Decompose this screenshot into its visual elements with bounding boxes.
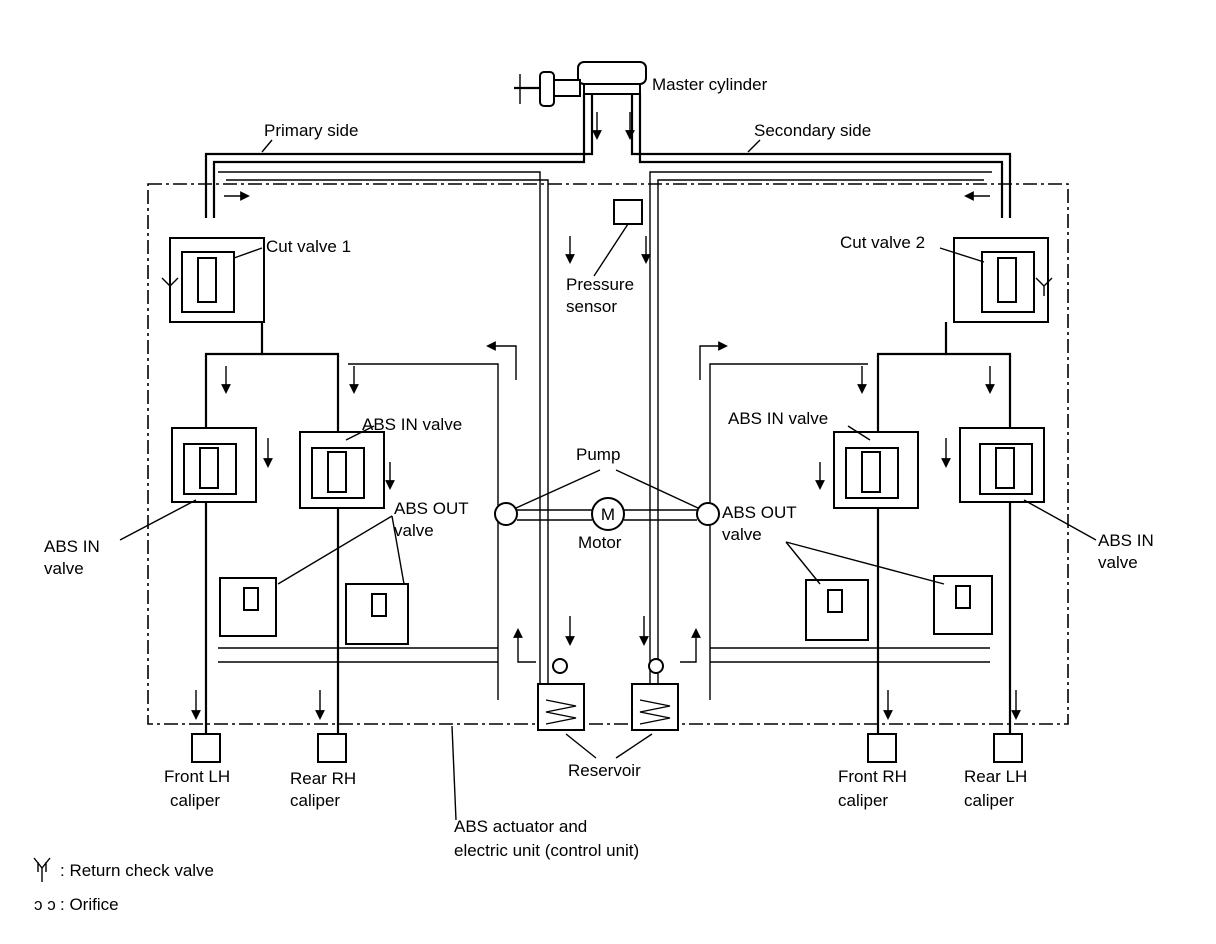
- abs-in-right-label-2: valve: [1098, 553, 1138, 572]
- abs-in-valve-front-lh: [171, 427, 257, 503]
- caliper-front-rh: [867, 733, 897, 763]
- primary-side-label: Primary side: [264, 121, 358, 140]
- rear-rh-label-2: caliper: [290, 791, 340, 810]
- front-lh-label-2: caliper: [170, 791, 220, 810]
- return-check-valve-icon: [33, 857, 51, 882]
- front-rh-label-1: Front RH: [838, 767, 907, 786]
- abs-out-valve-rear-lh: [933, 575, 993, 635]
- rear-rh-label-1: Rear RH: [290, 769, 356, 788]
- front-lh-label-1: Front LH: [164, 767, 230, 786]
- abs-out-valve-front-lh: [219, 577, 277, 637]
- orifice-icon: ɔ ɔ: [34, 895, 56, 914]
- control-unit-boundary: [147, 183, 1069, 725]
- pump-right: [696, 502, 720, 526]
- abs-in-valve-label-right: ABS IN valve: [728, 409, 828, 428]
- reservoir-label: Reservoir: [568, 761, 641, 780]
- right-distribution: [699, 322, 1012, 700]
- pump-label: Pump: [576, 445, 620, 464]
- abs-in-valve-label-left: ABS IN valve: [362, 415, 462, 434]
- abs-in-left-label-1: ABS IN: [44, 537, 100, 556]
- abs-out-right-label-1: ABS OUT: [722, 503, 797, 522]
- reservoir-right: [631, 658, 679, 731]
- abs-in-right-label-1: ABS IN: [1098, 531, 1154, 550]
- primary-line: [204, 94, 602, 700]
- abs-in-valve-rear-lh: [959, 427, 1045, 503]
- pressure-sensor-label-1: Pressure: [566, 275, 634, 294]
- motor: [591, 497, 625, 531]
- abs-in-valve-front-rh: [833, 431, 919, 509]
- legend-return-check-valve: : Return check valve: [60, 861, 214, 880]
- caliper-rear-rh: [317, 733, 347, 763]
- abs-in-valve-rear-rh: [299, 431, 385, 509]
- abs-out-valve-front-rh: [805, 579, 869, 641]
- abs-out-left-label-1: ABS OUT: [394, 499, 469, 518]
- pump-left: [494, 502, 518, 526]
- abs-out-valve-rear-rh: [345, 583, 409, 645]
- pressure-sensor-label-2: sensor: [566, 297, 617, 316]
- abs-out-right-label-2: valve: [722, 525, 762, 544]
- caliper-rear-lh: [993, 733, 1023, 763]
- reservoir-left: [537, 658, 585, 731]
- pressure-sensor: [613, 199, 643, 225]
- actuator-label-2: electric unit (control unit): [454, 841, 639, 860]
- rear-lh-label-2: caliper: [964, 791, 1014, 810]
- cut-valve-1: [161, 237, 265, 323]
- left-distribution: [204, 322, 517, 700]
- cut-valve-2-label: Cut valve 2: [840, 233, 925, 252]
- abs-in-left-label-2: valve: [44, 559, 84, 578]
- rear-lh-label-1: Rear LH: [964, 767, 1027, 786]
- motor-symbol: M: [601, 505, 615, 524]
- cut-valve-2: [953, 237, 1053, 323]
- actuator-label-1: ABS actuator and: [454, 817, 587, 836]
- legend-orifice: : Orifice: [60, 895, 119, 914]
- abs-out-left-label-2: valve: [394, 521, 434, 540]
- motor-label: Motor: [578, 533, 622, 552]
- secondary-side-label: Secondary side: [754, 121, 871, 140]
- front-rh-label-2: caliper: [838, 791, 888, 810]
- caliper-front-lh: [191, 733, 221, 763]
- cut-valve-1-label: Cut valve 1: [266, 237, 351, 256]
- master-cylinder-label: Master cylinder: [652, 75, 768, 94]
- master-cylinder: [514, 61, 647, 107]
